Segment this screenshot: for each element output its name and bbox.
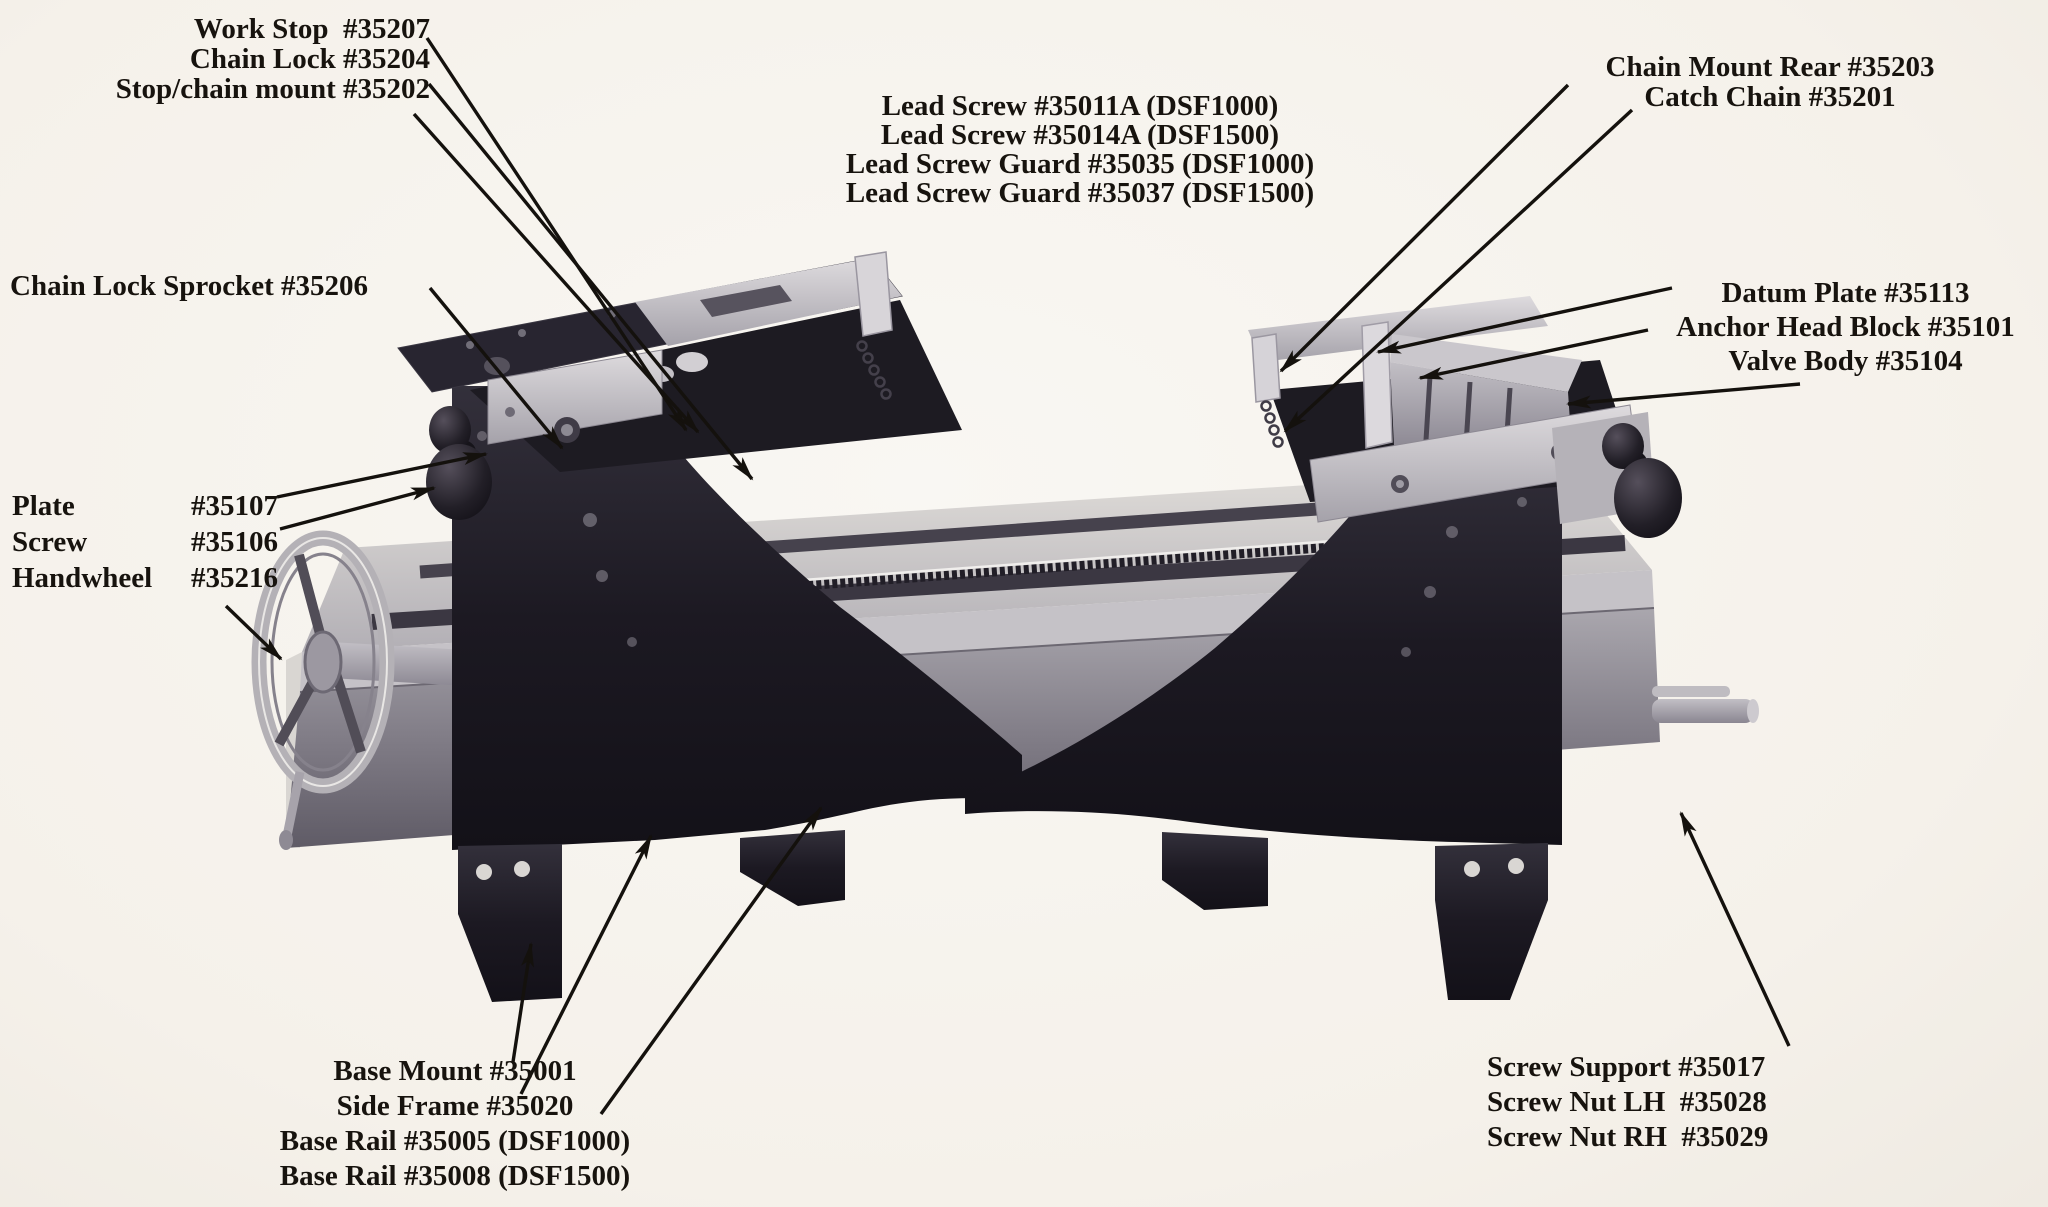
- label-group-right: Datum Plate #35113 Anchor Head Block #35…: [1638, 276, 2048, 378]
- chain-lock-chain: [856, 340, 892, 400]
- arrow-valve-body: [1566, 382, 1801, 409]
- label-group-left: Plate #35107 Screw #35106 Handwheel #352…: [12, 488, 278, 596]
- label-lead-screw-dsf1000: Lead Screw #35011A (DSF1000): [881, 90, 1279, 122]
- arrow-chain-lock-sprocket: [428, 286, 564, 450]
- label-plate: Plate #35107: [12, 490, 278, 522]
- label-group-top-right: Chain Mount Rear #35203 Catch Chain #352…: [1555, 52, 1985, 112]
- label-base-rail-dsf1000: Base Rail #35005 (DSF1000): [279, 1125, 631, 1157]
- label-catch-chain: Catch Chain #35201: [1644, 81, 1896, 113]
- label-group-bottom-left: Base Mount #35001 Side Frame #35020 Base…: [235, 1054, 675, 1194]
- arrow-base-mount: [511, 942, 534, 1063]
- label-lead-screw-guard-dsf1500: Lead Screw Guard #35037 (DSF1500): [845, 177, 1315, 209]
- callout-arrows: [224, 37, 1801, 1115]
- machine-photo: [251, 251, 1759, 1002]
- label-group-lead-screw: Lead Screw #35011A (DSF1000) Lead Screw …: [755, 92, 1405, 208]
- carriage-right-rear-plate: [1248, 296, 1548, 362]
- handwheel-hub: [303, 630, 343, 694]
- label-base-rail-dsf1500: Base Rail #35008 (DSF1500): [279, 1160, 631, 1192]
- side-frame-right: [965, 442, 1562, 845]
- arrow-base-rail: [599, 806, 823, 1115]
- label-screw-nut-rh: Screw Nut RH #35029: [1487, 1121, 1769, 1153]
- arrow-chain-mount-rear: [1279, 83, 1570, 373]
- catch-chain-part: [1260, 400, 1284, 448]
- arrow-catch-chain: [1283, 108, 1634, 433]
- label-base-mount: Base Mount #35001: [333, 1055, 577, 1087]
- label-lead-screw-dsf1500: Lead Screw #35014A (DSF1500): [880, 119, 1280, 151]
- handwheel-spoke: [294, 553, 328, 647]
- label-chain-lock: Chain Lock #35204: [189, 43, 430, 75]
- arrow-screw: [279, 486, 436, 531]
- work-stop-clamp: [676, 352, 708, 372]
- label-side-frame: Side Frame #35020: [336, 1090, 574, 1122]
- label-group-top-left: Work Stop #35207 Chain Lock #35204 Stop/…: [55, 14, 430, 104]
- carriage-right: [1248, 296, 1682, 538]
- handwheel-spinner-handle: [282, 771, 305, 837]
- label-valve-body: Valve Body #35104: [1728, 345, 1963, 377]
- base-mount-left-inner: [740, 830, 845, 906]
- carriage-left: [397, 251, 962, 520]
- arrow-anchor-head-block: [1418, 328, 1649, 380]
- label-chain-mount-rear: Chain Mount Rear #35203: [1605, 51, 1935, 83]
- screw-knob-right-upper: [1602, 423, 1644, 469]
- label-chain-lock-sprocket: Chain Lock Sprocket #35206: [10, 270, 368, 302]
- chain-mount-bracket-left: [854, 251, 893, 337]
- carriage-left-front-face: [487, 349, 663, 445]
- label-lead-screw-guard-dsf1000: Lead Screw Guard #35035 (DSF1000): [845, 148, 1315, 180]
- base-mount-right: [1435, 843, 1548, 1000]
- screw-support-shaft: [1652, 686, 1759, 723]
- chain-mount-rear-bracket: [1251, 333, 1281, 403]
- arrow-stop-chain-mount: [412, 112, 700, 434]
- arrow-handwheel: [224, 604, 283, 661]
- label-anchor-head-block: Anchor Head Block #35101: [1676, 311, 2015, 343]
- label-handwheel: Handwheel #35216: [12, 562, 278, 594]
- base-mount-right-inner: [1162, 832, 1268, 910]
- screw-knob-left-upper: [429, 406, 471, 454]
- label-work-stop: Work Stop #35207: [193, 13, 430, 45]
- label-screw: Screw #35106: [12, 526, 278, 558]
- screw-knob-right: [1614, 458, 1682, 538]
- label-screw-support: Screw Support #35017: [1487, 1051, 1766, 1083]
- base-mount-left: [458, 844, 562, 1002]
- label-stop-chain-mount: Stop/chain mount #35202: [115, 73, 430, 105]
- arrow-screw-support: [1679, 811, 1791, 1047]
- label-group-bottom-right: Screw Support #35017 Screw Nut LH #35028…: [1487, 1050, 1768, 1155]
- arrow-side-frame: [519, 834, 653, 1095]
- arrow-plate: [276, 452, 488, 499]
- label-screw-nut-lh: Screw Nut LH #35028: [1487, 1086, 1767, 1118]
- arrow-work-stop: [425, 37, 688, 432]
- datum-plate-part: [1361, 321, 1393, 449]
- arrow-datum-plate: [1376, 286, 1673, 354]
- work-stop-slot: [700, 285, 792, 317]
- handwheel-spoke: [331, 672, 366, 754]
- label-datum-plate: Datum Plate #35113: [1721, 277, 1970, 309]
- handwheel-spoke: [274, 675, 320, 747]
